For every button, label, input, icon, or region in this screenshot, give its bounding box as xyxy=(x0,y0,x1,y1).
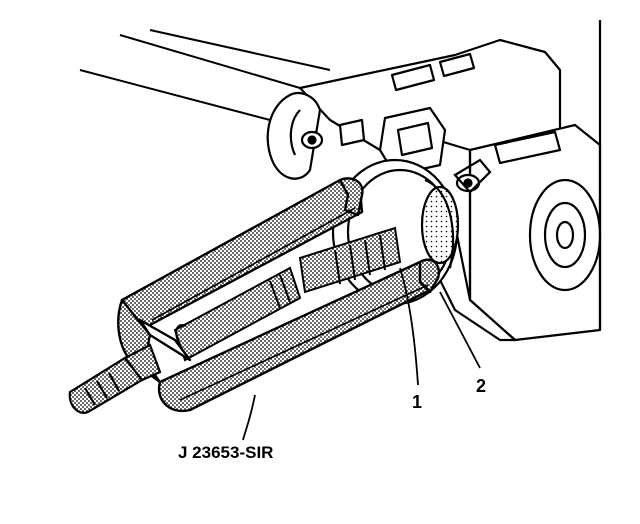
callout-2: 2 xyxy=(476,376,486,396)
leader-lines xyxy=(242,267,481,441)
puller-spindle xyxy=(173,226,402,362)
callout-1: 1 xyxy=(412,392,422,412)
leader-2 xyxy=(439,291,481,369)
mounting-bracket xyxy=(266,92,492,194)
leader-tool xyxy=(242,394,256,441)
column-tube-lines xyxy=(79,29,331,121)
tool-label: J 23653-SIR xyxy=(178,443,273,462)
column-housing xyxy=(298,20,602,342)
frame-inner-edges xyxy=(151,207,429,401)
puller-threaded-end xyxy=(68,343,162,414)
leader-1 xyxy=(399,267,419,386)
